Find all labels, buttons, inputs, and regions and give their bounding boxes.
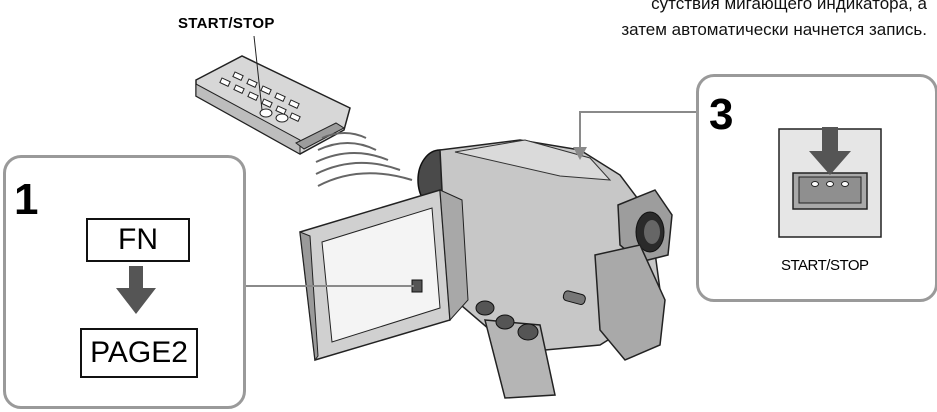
remote-control-icon [195, 55, 351, 155]
start-stop-button-icon[interactable] [775, 127, 885, 239]
step-1-number: 1 [14, 175, 39, 224]
fn-button[interactable]: FN [86, 218, 190, 262]
press-arrow-icon [809, 127, 851, 175]
remote-start-stop-label: START/STOP [178, 15, 275, 32]
page2-button[interactable]: PAGE2 [80, 328, 198, 378]
start-stop-label: START/STOP [781, 257, 869, 274]
instruction-line-2: затем автоматически начнется запись. [621, 20, 927, 39]
instruction-line-1: сутствия мигающего индикатора, а [651, 0, 927, 13]
infrared-waves-icon [315, 132, 413, 187]
step-3-number: 3 [709, 90, 734, 139]
instruction-text: сутствия мигающего индикатора, а затем а… [497, 0, 927, 43]
down-arrow-icon [116, 266, 156, 314]
step-3-panel: 3 START/STOP [696, 74, 937, 302]
camcorder-icon [299, 139, 673, 399]
step-1-panel: 1 FN PAGE2 [3, 155, 246, 409]
